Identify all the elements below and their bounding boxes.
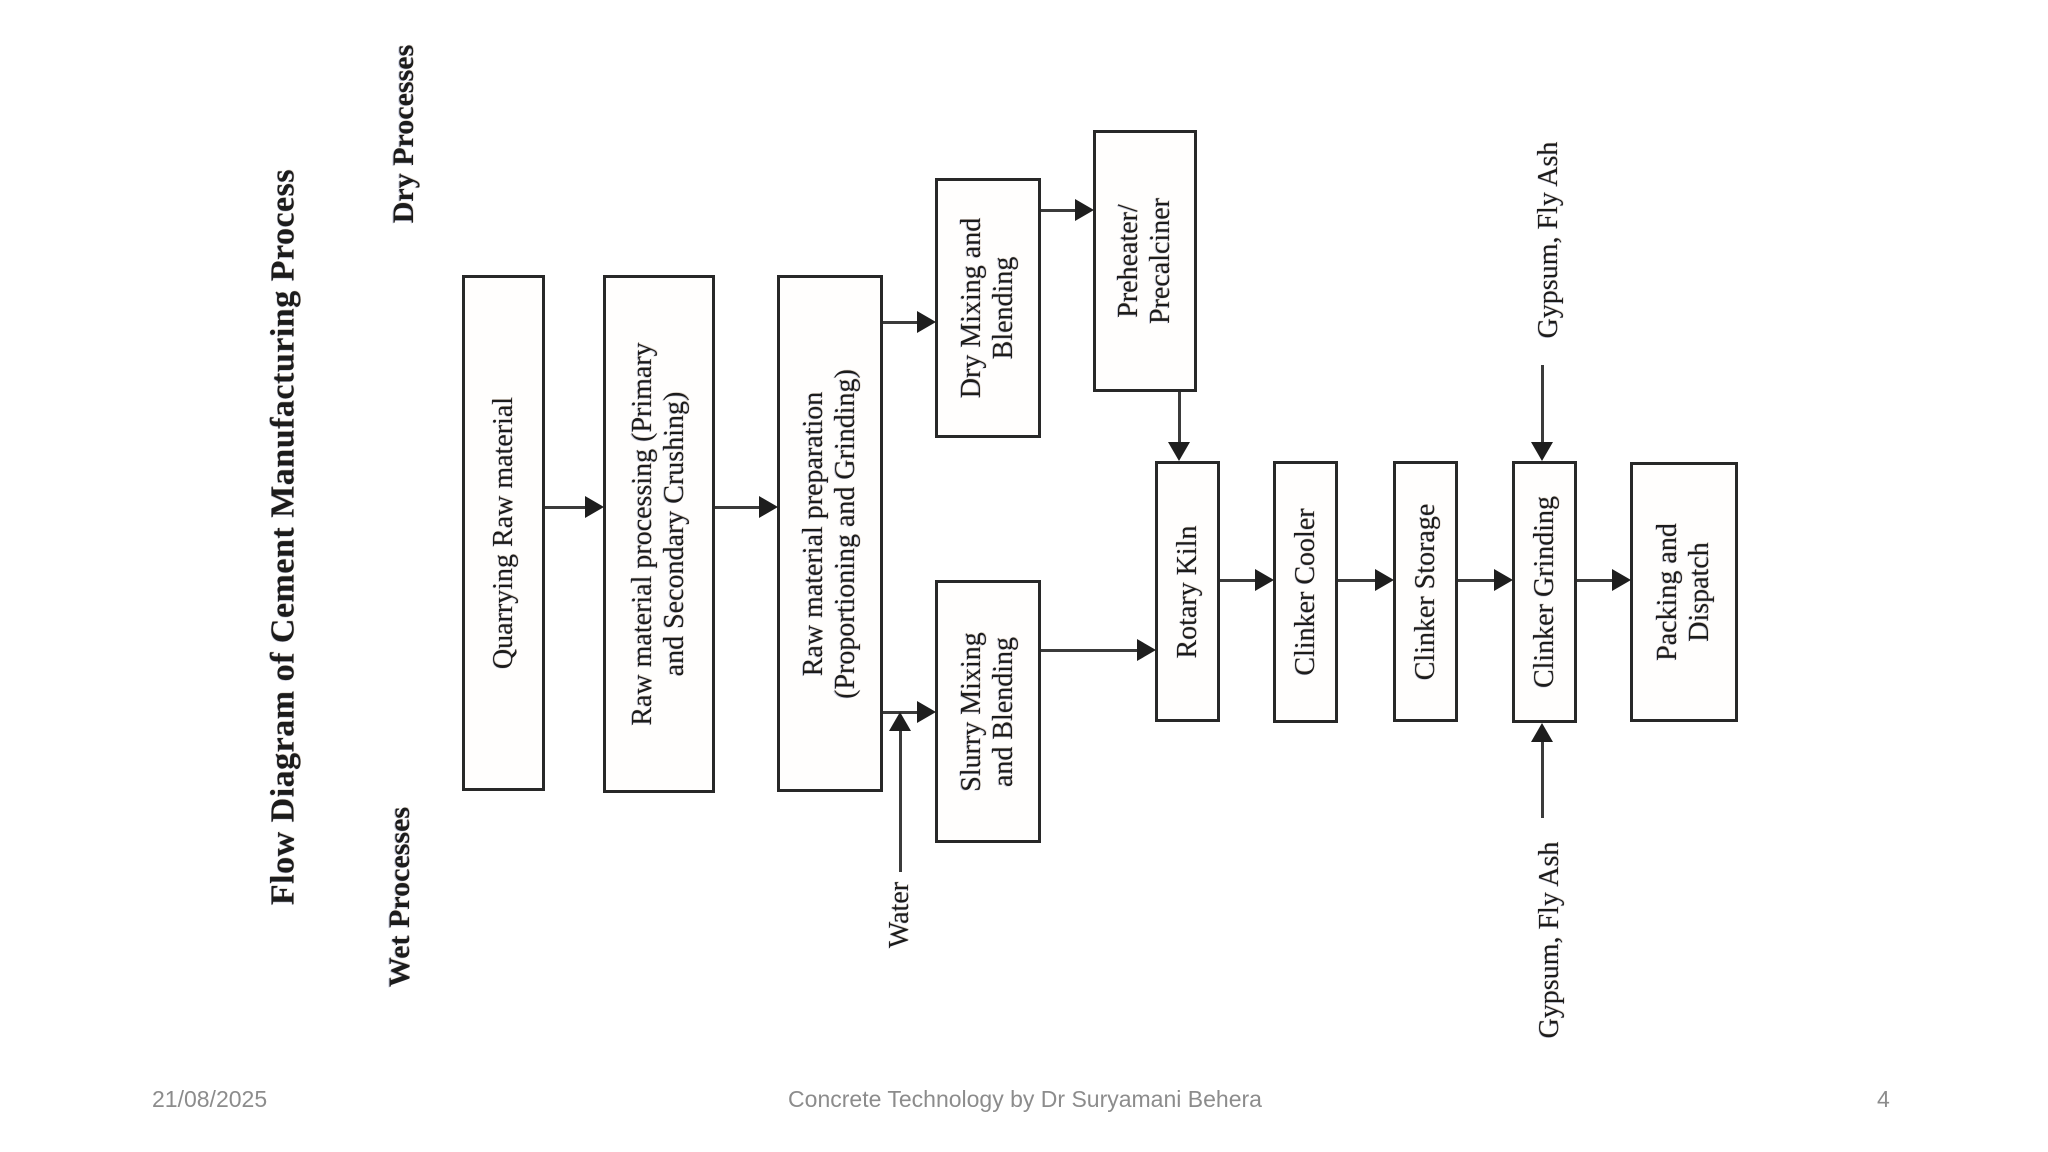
- node-preheater: Preheater/ Precalciner: [1093, 130, 1197, 392]
- footer-date: 21/08/2025: [152, 1086, 268, 1112]
- arrowhead-up-icon: [1531, 723, 1553, 742]
- connector-processing-preparation-line: [715, 506, 759, 509]
- connector-cooler-storage-line: [1338, 579, 1375, 582]
- arrowhead-right-icon: [585, 496, 604, 518]
- gypsum-flyash-top-label: Gypsum, Fly Ash: [1532, 141, 1564, 339]
- arrowhead-right-icon: [1494, 569, 1513, 591]
- connector-quarrying-processing-line: [545, 506, 585, 509]
- node-slurry-mixing: Slurry Mixing and Blending: [935, 580, 1041, 843]
- node-packing-dispatch: Packing and Dispatch: [1630, 462, 1738, 722]
- arrowhead-right-icon: [759, 496, 778, 518]
- node-raw-preparation-label: Raw material preparation (Proportioning …: [797, 368, 861, 699]
- arrowhead-up-icon: [889, 712, 911, 731]
- arrowhead-right-icon: [1255, 569, 1274, 591]
- connector-kiln-cooler-line: [1220, 579, 1255, 582]
- arrowhead-right-icon: [917, 701, 936, 723]
- node-raw-processing-label: Raw material processing (Primary and Sec…: [626, 342, 690, 726]
- node-clinker-storage-label: Clinker Storage: [1409, 503, 1441, 680]
- arrowhead-right-icon: [1612, 569, 1631, 591]
- node-clinker-cooler-label: Clinker Cooler: [1289, 508, 1321, 676]
- arrowhead-right-icon: [1075, 199, 1094, 221]
- connector-grinding-packing-line: [1577, 579, 1612, 582]
- connector-gypsum-top-line: [1541, 365, 1544, 442]
- node-raw-preparation: Raw material preparation (Proportioning …: [777, 275, 883, 792]
- connector-storage-grinding-line: [1458, 579, 1494, 582]
- dry-processes-label: Dry Processes: [386, 44, 420, 224]
- connector-slurry-kiln-line: [1041, 649, 1137, 652]
- node-packing-dispatch-label: Packing and Dispatch: [1651, 523, 1715, 661]
- node-clinker-cooler: Clinker Cooler: [1273, 461, 1338, 723]
- connector-drymixing-preheater-line: [1041, 209, 1075, 212]
- wet-processes-label: Wet Processes: [382, 806, 416, 988]
- arrowhead-right-icon: [1375, 569, 1394, 591]
- node-raw-processing: Raw material processing (Primary and Sec…: [603, 275, 715, 793]
- node-quarrying: Quarrying Raw material: [462, 275, 545, 791]
- gypsum-flyash-bottom-label: Gypsum, Fly Ash: [1533, 841, 1565, 1039]
- arrowhead-right-icon: [917, 311, 936, 333]
- arrowhead-down-icon: [1168, 442, 1190, 461]
- arrowhead-right-icon: [1137, 639, 1156, 661]
- node-quarrying-label: Quarrying Raw material: [487, 396, 519, 670]
- node-clinker-storage: Clinker Storage: [1393, 461, 1458, 722]
- node-clinker-grinding: Clinker Grinding: [1512, 461, 1577, 723]
- water-label: Water: [883, 881, 915, 949]
- node-slurry-mixing-label: Slurry Mixing and Blending: [955, 631, 1019, 792]
- node-rotary-kiln: Rotary Kiln: [1155, 461, 1220, 722]
- footer-title: Concrete Technology by Dr Suryamani Behe…: [788, 1086, 1262, 1112]
- connector-gypsum-bottom-line: [1541, 740, 1544, 818]
- node-clinker-grinding-label: Clinker Grinding: [1528, 495, 1560, 689]
- node-dry-mixing: Dry Mixing and Blending: [935, 178, 1041, 438]
- node-preheater-label: Preheater/ Precalciner: [1112, 198, 1176, 324]
- node-rotary-kiln-label: Rotary Kiln: [1171, 525, 1203, 658]
- connector-preheater-kiln-line: [1178, 392, 1181, 442]
- connector-preparation-drymixing-line: [883, 321, 917, 324]
- connector-water-line: [899, 731, 902, 872]
- diagram-title: Flow Diagram of Cement Manufacturing Pro…: [264, 168, 302, 906]
- footer-page-number: 4: [1877, 1086, 1890, 1112]
- node-dry-mixing-label: Dry Mixing and Blending: [955, 217, 1019, 399]
- arrowhead-down-icon: [1531, 442, 1553, 461]
